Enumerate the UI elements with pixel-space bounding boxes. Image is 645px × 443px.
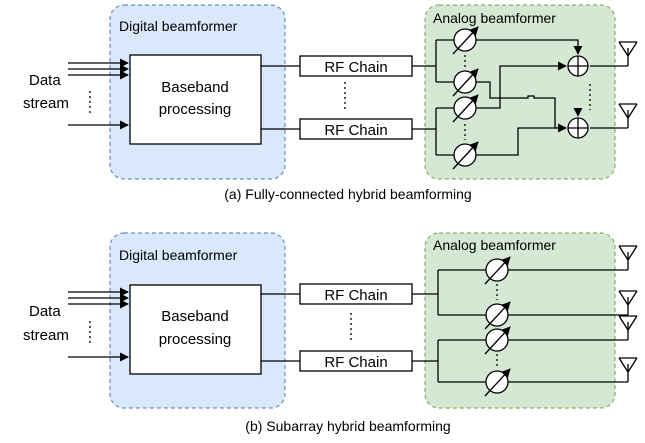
- data-stream-label-2: stream: [23, 95, 69, 112]
- analog-beamformer-group: [424, 4, 616, 180]
- analog-beamformer-group: [424, 232, 616, 409]
- antenna-icon: [618, 103, 638, 128]
- processing-label: processing: [159, 101, 232, 118]
- rf-chain-label-top: RF Chain: [324, 59, 387, 76]
- baseband-rf-links: [261, 65, 346, 130]
- data-stream-label: Data: [29, 72, 61, 89]
- phase-shifter-icon: [452, 68, 479, 97]
- phase-shifter-icon: [452, 26, 479, 55]
- data-stream-arrows: [68, 58, 129, 130]
- antenna-icon: [618, 290, 638, 315]
- baseband-rf-links: [261, 293, 352, 362]
- antenna-icon: [618, 41, 638, 66]
- data-stream-arrows: [68, 287, 129, 362]
- phase-shifter-icon: [452, 94, 479, 123]
- digital-beamformer-label: Digital beamformer: [119, 18, 238, 34]
- antenna-icon: [618, 315, 638, 340]
- phase-shifter-icon: [484, 368, 511, 397]
- baseband-label: Baseband: [161, 79, 229, 96]
- baseband-label: Baseband: [161, 308, 229, 325]
- baseband-processing-box: [129, 284, 262, 375]
- phase-shifter-icon: [452, 141, 479, 170]
- analog-beamformer-label: Analog beamformer: [433, 237, 556, 253]
- phase-shifter-icon: [484, 326, 511, 355]
- panel-b: Digital beamformer Analog beamformer Dat…: [23, 232, 638, 434]
- analog-network: [412, 39, 628, 156]
- processing-label: processing: [159, 331, 232, 348]
- phase-shifter-icon: [484, 301, 511, 330]
- rf-chain-label-bottom: RF Chain: [324, 122, 387, 139]
- data-stream-label: Data: [29, 303, 61, 320]
- rf-chain-label-top: RF Chain: [324, 287, 387, 304]
- antenna-icon: [618, 245, 638, 270]
- phase-shifter-icon: [484, 256, 511, 285]
- analog-beamformer-label: Analog beamformer: [433, 10, 556, 26]
- rf-chain-label-bottom: RF Chain: [324, 354, 387, 371]
- analog-network: [412, 269, 628, 383]
- caption-b: (b) Subarray hybrid beamforming: [245, 418, 450, 434]
- baseband-processing-box: [129, 54, 262, 145]
- adder-icon: [567, 117, 589, 139]
- caption-a: (a) Fully-connected hybrid beamforming: [224, 186, 471, 202]
- data-stream-label-2: stream: [23, 327, 69, 344]
- panel-a: Digital beamformer Analog beamformer Dat…: [23, 4, 638, 202]
- adder-icon: [567, 55, 589, 77]
- digital-beamformer-label: Digital beamformer: [119, 247, 238, 263]
- antenna-icon: [618, 357, 638, 382]
